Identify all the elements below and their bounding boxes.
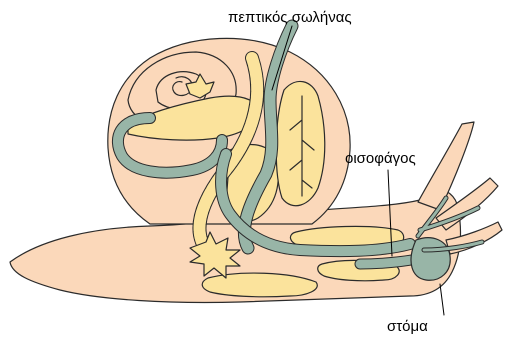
buccal-mass [411, 238, 450, 281]
liver-lobe [276, 81, 325, 205]
label-esophagus: οισοφάγος [345, 151, 416, 166]
leader-mouth [440, 284, 444, 315]
label-digestive-tract: πεπτικός σωλήνας [228, 10, 352, 25]
label-mouth: στόμα [387, 319, 428, 334]
